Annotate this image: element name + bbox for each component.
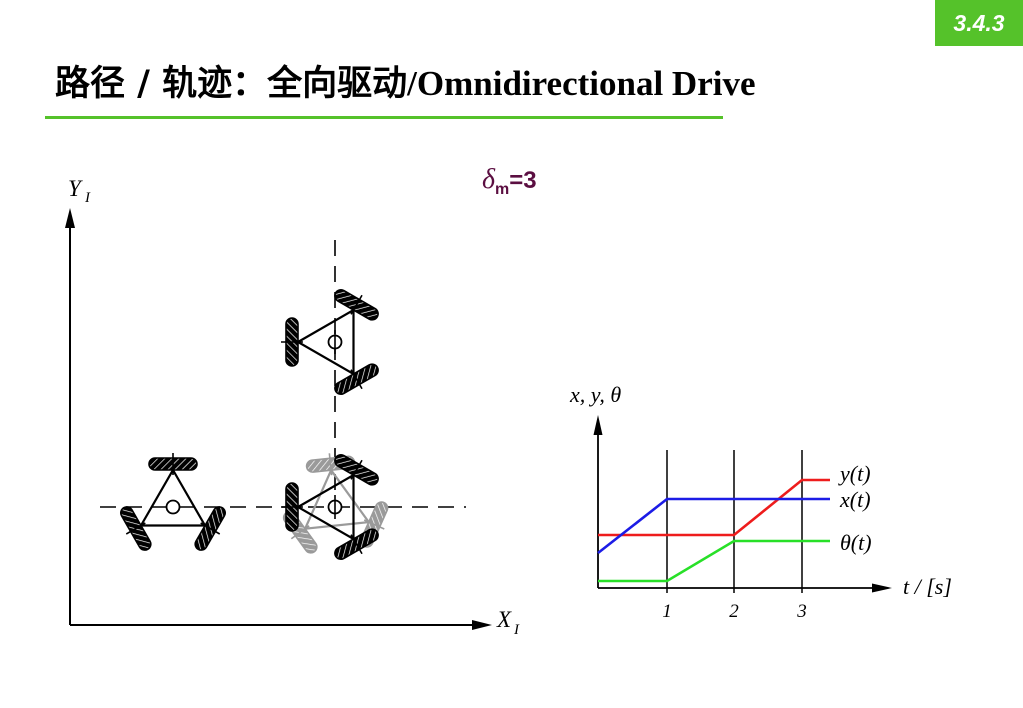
y-axis-subscript: I xyxy=(84,190,91,206)
x-tick-label: 1 xyxy=(662,601,672,622)
plot-x-axis-label: t / [s] xyxy=(903,574,952,599)
maneuverability-label: δm=3 xyxy=(482,163,537,201)
wheel-left xyxy=(282,510,318,554)
delta-symbol: δ xyxy=(482,164,496,195)
robot-middle-center xyxy=(327,495,343,519)
wheel-axle xyxy=(350,534,363,555)
wheel-axle xyxy=(363,519,385,530)
title-underline xyxy=(45,116,723,119)
wheel-axle xyxy=(200,522,221,535)
wheel-axle xyxy=(328,453,333,476)
series-label-y: y(t) xyxy=(838,461,871,486)
motion-diagram: Y I X I xyxy=(65,176,520,638)
delta-subscript: m xyxy=(495,181,510,198)
plot-y-axis-arrow xyxy=(593,415,603,435)
x-tick-label: 3 xyxy=(796,601,807,622)
x-axis-arrow xyxy=(472,620,492,630)
robot-chassis xyxy=(295,473,355,541)
robot-chassis xyxy=(303,468,371,531)
robot-end-center xyxy=(327,330,343,354)
wheel-axle xyxy=(350,294,363,315)
section-number: 3.4.3 xyxy=(953,9,1005,36)
series-line-theta xyxy=(598,539,830,583)
robot-chassis xyxy=(139,467,207,527)
slide-title-english: /Omnidirectional Drive xyxy=(407,64,756,103)
x-axis-label: X xyxy=(496,607,512,632)
robot-start xyxy=(119,453,227,551)
series-line-x xyxy=(597,497,830,555)
slide-title: 路径 / 轨迹：全向驱动/Omnidirectional Drive xyxy=(55,62,756,106)
section-number-badge: 3.4.3 xyxy=(935,0,1023,46)
slide-title-chinese: 路径 / 轨迹：全向驱动 xyxy=(55,64,408,104)
wheel-right xyxy=(334,288,379,321)
wheel-left xyxy=(334,363,379,396)
robot-middle xyxy=(281,453,379,561)
wheel-right xyxy=(334,453,379,486)
x-tick-label: 2 xyxy=(729,601,739,622)
wheel-axle xyxy=(350,369,363,390)
wheel-axle xyxy=(350,459,363,480)
wheel-left xyxy=(334,528,379,561)
wheel-front xyxy=(281,317,303,367)
wheel-front xyxy=(148,453,198,475)
series-line-y xyxy=(598,478,830,537)
plot-y-axis-label: x, y, θ xyxy=(569,382,621,407)
y-axis-arrow xyxy=(65,208,75,228)
trajectory-plot: y(t) x(t) θ(t) x, y, θ t / [s] 1 2 3 xyxy=(569,382,952,622)
delta-value: =3 xyxy=(509,167,537,194)
wheel-axle xyxy=(125,522,146,535)
series-label-x: x(t) xyxy=(839,487,871,512)
robot-end xyxy=(281,288,379,396)
wheel-right xyxy=(194,506,227,551)
x-axis-subscript: I xyxy=(513,622,520,638)
wheel-axle xyxy=(290,525,310,540)
wheel-front xyxy=(281,482,303,532)
robot-center-marker xyxy=(165,499,181,515)
y-axis-label: Y xyxy=(68,176,83,201)
robot-chassis xyxy=(295,308,355,376)
plot-x-axis-arrow xyxy=(872,583,892,593)
wheel-left xyxy=(119,506,152,551)
series-label-theta: θ(t) xyxy=(840,530,872,555)
